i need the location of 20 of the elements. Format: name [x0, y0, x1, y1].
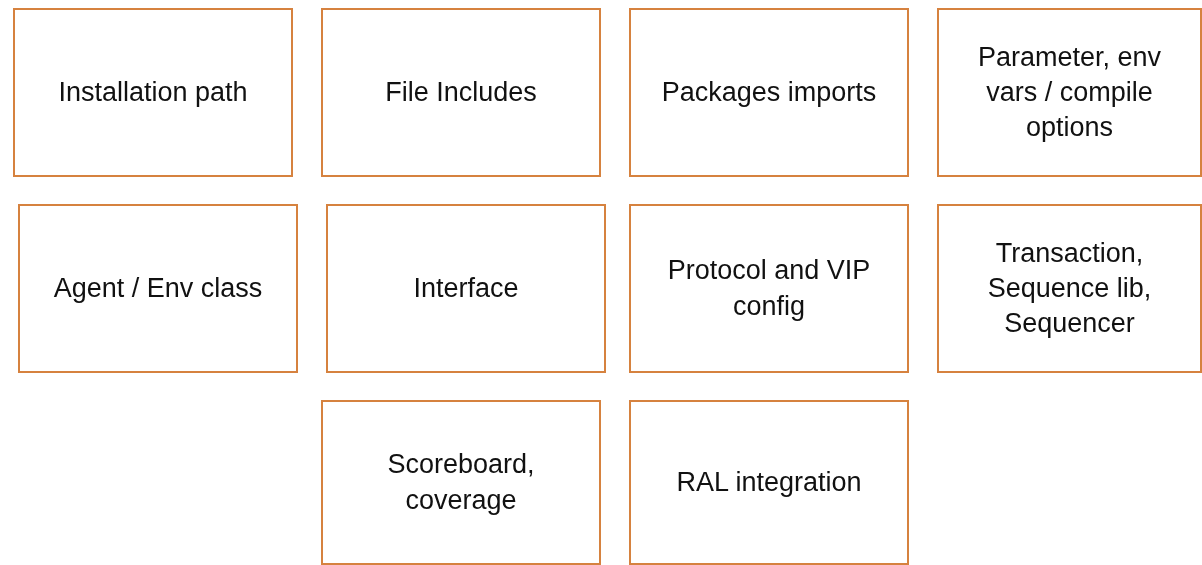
- topic-box: [326, 204, 606, 373]
- box-label: Scoreboard, coverage: [386, 448, 536, 517]
- box-label: Interface: [413, 271, 519, 305]
- topic-box: [937, 8, 1202, 177]
- topic-box: [321, 400, 601, 565]
- box-label: Transaction, Sequence lib, Sequencer: [986, 236, 1153, 341]
- topic-box: [13, 8, 293, 177]
- box-label: Protocol and VIP config: [666, 254, 872, 323]
- box-label: File Includes: [385, 75, 537, 109]
- box-label: Packages imports: [661, 75, 877, 109]
- box-label: RAL integration: [676, 465, 862, 499]
- topic-box: [937, 204, 1202, 373]
- topic-box: [629, 8, 909, 177]
- box-label: Agent / Env class: [53, 271, 263, 305]
- topic-box: [629, 204, 909, 373]
- topic-box: [18, 204, 298, 373]
- box-label: Parameter, env vars / compile options: [976, 40, 1163, 145]
- topic-box: [321, 8, 601, 177]
- topic-box: [629, 400, 909, 565]
- box-label: Installation path: [58, 75, 248, 109]
